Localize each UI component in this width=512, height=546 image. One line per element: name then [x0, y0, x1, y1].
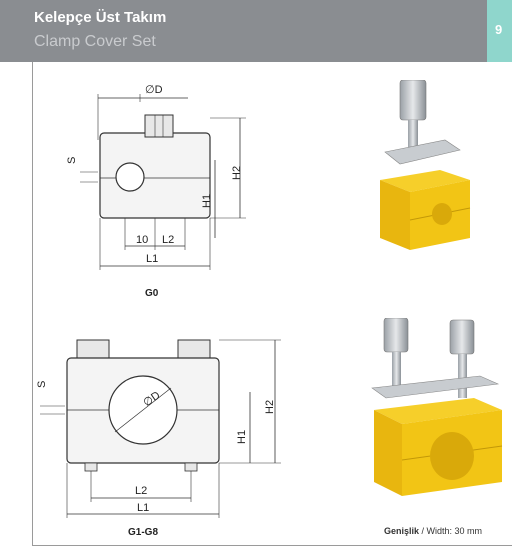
page-number: 9	[495, 22, 503, 37]
g1-g8-technical-drawing: ∅D S H2 H1 L2 L1	[36, 339, 281, 518]
g1-dim-h1: H1	[236, 430, 248, 444]
g1-dim-l2: L2	[135, 485, 147, 497]
width-separator: /	[419, 526, 427, 536]
g1-dim-h2: H2	[264, 400, 276, 414]
g0-dim-l1: L1	[146, 253, 158, 265]
g1-g8-caption: G1-G8	[128, 527, 159, 538]
g0-dim-h2: H2	[231, 166, 243, 180]
page-subtitle: Clamp Cover Set	[34, 33, 156, 50]
g0-caption: G0	[145, 288, 159, 299]
width-note: Genişlik / Width: 30 mm	[384, 526, 482, 536]
g0-dim-10: 10	[136, 234, 148, 246]
g0-dim-l2: L2	[162, 234, 174, 246]
g0-dim-s: S	[66, 157, 78, 164]
g1-dim-l1: L1	[137, 502, 149, 514]
width-label-tr: Genişlik	[384, 526, 420, 536]
width-label-en: Width: 30 mm	[426, 526, 483, 536]
page-title: Kelepçe Üst Takım	[34, 9, 167, 26]
header-bar: Kelepçe Üst Takım Clamp Cover Set	[0, 0, 512, 62]
single-bolt-clamp-photo	[380, 80, 471, 250]
page-number-tab: 9	[487, 0, 512, 62]
g0-dim-diameter: ∅D	[145, 84, 163, 96]
g0-technical-drawing: ∅D S H2 H1 10 L2 L1	[66, 84, 246, 270]
double-bolt-clamp-photo	[371, 318, 503, 496]
g1-dim-s: S	[36, 381, 48, 388]
g0-dim-h1: H1	[201, 194, 213, 208]
